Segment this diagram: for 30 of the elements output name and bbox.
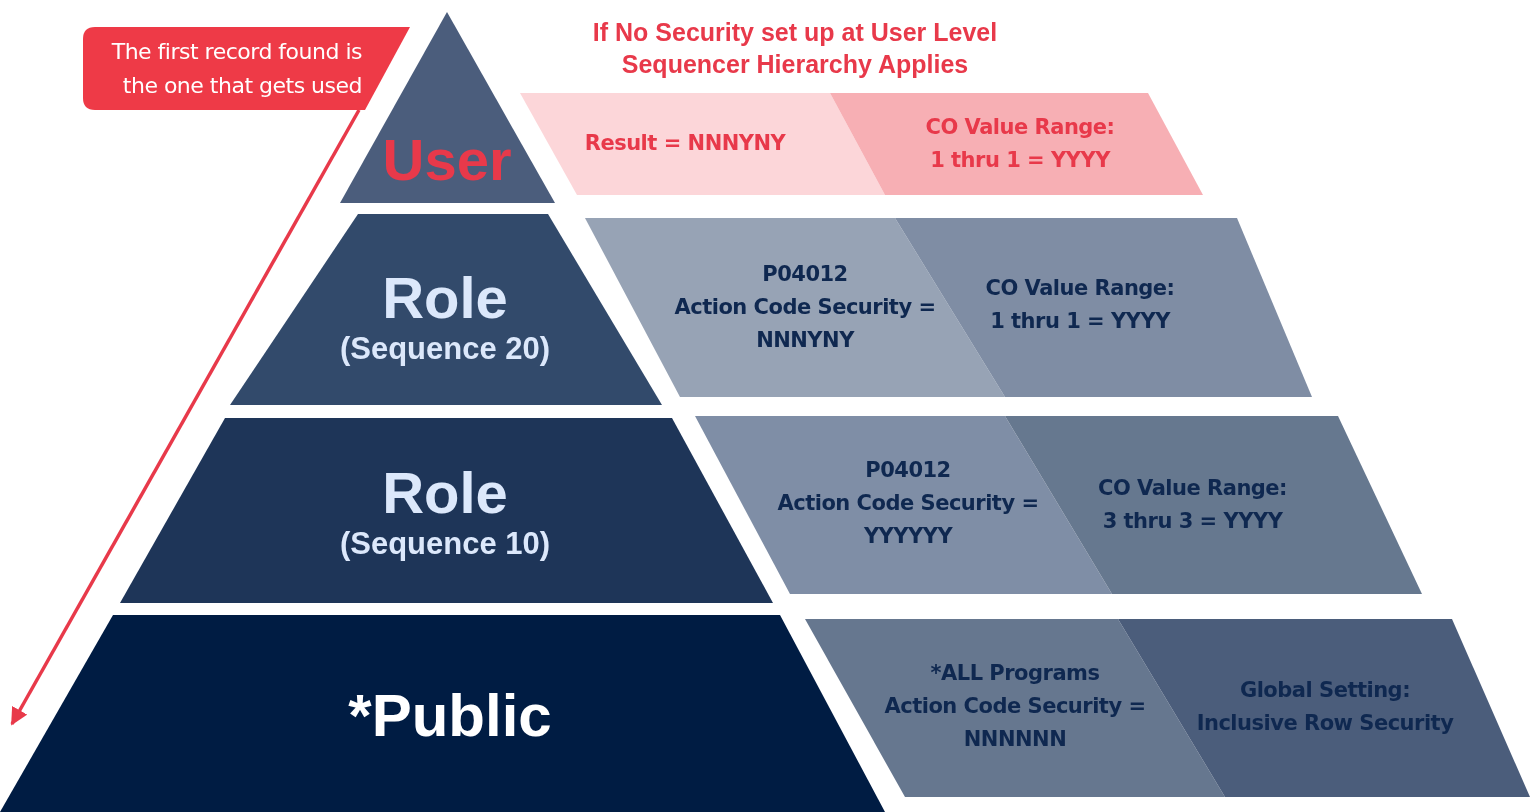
panel-text: 1 thru 1 = YYYY [990,308,1170,335]
heading: If No Security set up at User Level Sequencer Hierarchy Applies [591,17,999,80]
panel-heading: CO Value Range: [925,114,1115,141]
pyramid-tier [0,615,885,812]
panel-text: Action Code Security = NNNNNN [883,692,1147,753]
tier-title: User [382,125,512,193]
panel-text: Action Code Security = NNNYNY [673,294,937,354]
panel-text: 3 thru 3 = YYYY [1102,508,1283,535]
panel-text: Action Code Security = YYYYYY [776,489,1040,550]
panel-text: 1 thru 1 = YYYY [930,147,1110,174]
tier-subtitle: (Sequence 10) [339,525,551,562]
panel-heading: P04012 [762,261,848,288]
arrow [10,109,361,726]
panel-heading: CO Value Range: [985,275,1175,302]
pyramid-tier [120,418,773,603]
callout-text: The first record found is the one that gets used [110,38,362,100]
panel-heading: P04012 [865,456,951,484]
panel-heading: CO Value Range: [1098,475,1287,502]
tier-subtitle: (Sequence 20) [339,330,551,367]
tier-title: Role [382,263,508,331]
callout-box [83,27,410,110]
tier-title: Role [382,458,508,526]
panel-heading: *ALL Programs [930,659,1100,687]
result-panel [520,93,885,195]
panel-heading: Global Setting: [1239,677,1411,704]
panel-text: Inclusive Row Security [1196,710,1454,737]
tier-title: *Public [348,680,552,750]
value-range-panel [830,93,1203,195]
pyramid-tier [230,214,662,405]
panel-heading: Result = NNNYNY [584,129,786,157]
